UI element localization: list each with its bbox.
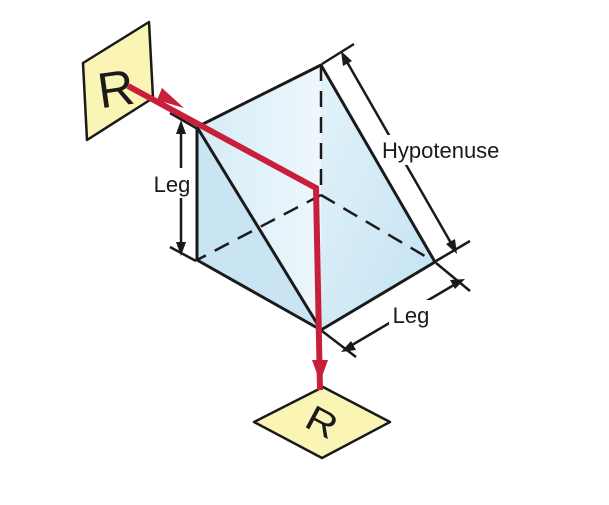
leg-vertical-tick-bottom bbox=[169, 245, 197, 263]
dimension-leg-bottom: Leg bbox=[321, 262, 471, 358]
beam-arrow-incoming bbox=[157, 88, 184, 108]
prism-hypotenuse-face bbox=[321, 65, 435, 330]
leg-bottom-label: Leg bbox=[393, 303, 430, 328]
prism-hidden-edge-right bbox=[320, 193, 436, 264]
prism-outline bbox=[195, 63, 437, 332]
leg-bottom-tick-left bbox=[321, 330, 357, 358]
hypotenuse-label: Hypotenuse bbox=[382, 138, 499, 163]
leg-vertical-label: Leg bbox=[154, 172, 191, 197]
hypotenuse-tick-bottom bbox=[435, 239, 471, 263]
hypotenuse-arrow-bottom bbox=[446, 239, 457, 254]
leg-vertical-tick-top bbox=[169, 111, 197, 130]
beam-path bbox=[126, 83, 323, 391]
input-image-card: R bbox=[81, 20, 155, 142]
leg-vertical-arrow-bottom bbox=[176, 242, 186, 256]
output-image-card: R bbox=[252, 385, 392, 460]
dimension-leg-vertical: Leg bbox=[150, 111, 197, 263]
beam-arrow-outgoing bbox=[312, 360, 328, 382]
output-card-shape bbox=[252, 385, 392, 460]
prism-front-edge bbox=[195, 126, 323, 331]
hypotenuse-arrow-top bbox=[341, 51, 352, 66]
light-beam bbox=[126, 83, 328, 391]
hypotenuse-tick-top bbox=[321, 42, 355, 66]
leg-bottom-arrow-right bbox=[450, 279, 465, 289]
prism-hidden-edge-left bbox=[196, 193, 322, 262]
leg-bottom-arrow-left bbox=[341, 341, 356, 352]
leg-vertical-arrow-top bbox=[176, 120, 186, 134]
prism bbox=[195, 63, 437, 332]
dimension-hypotenuse: Hypotenuse bbox=[321, 42, 499, 263]
leg-bottom-tick-right bbox=[435, 262, 471, 292]
